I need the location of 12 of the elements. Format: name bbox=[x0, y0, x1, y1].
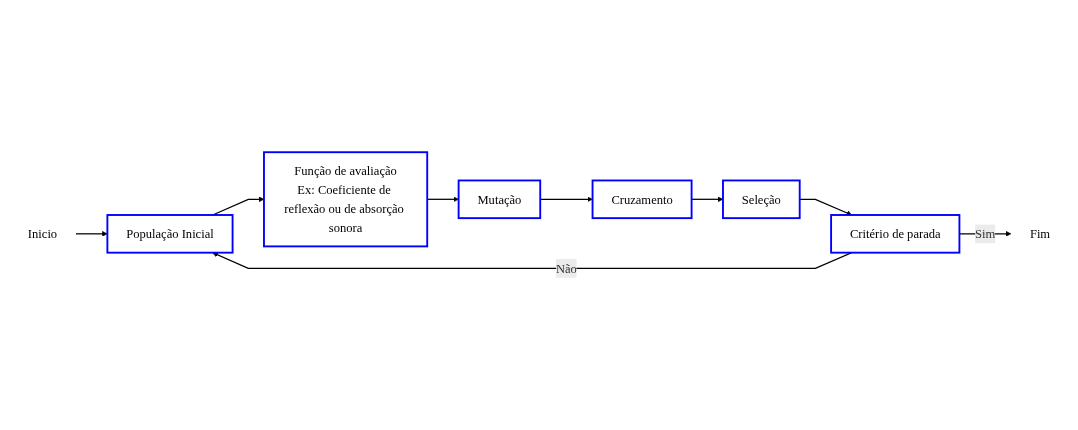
edge-label: Não bbox=[555, 261, 577, 276]
node-box: Critério de parada bbox=[830, 214, 961, 254]
node-box: População Inicial bbox=[106, 214, 234, 254]
node-box: Cruzamento bbox=[591, 179, 693, 220]
edge-label: Sim bbox=[975, 226, 996, 241]
node-box: Função de avaliação Ex: Coeficiente de reflexão ou de absorção sonora bbox=[263, 151, 429, 248]
arrow bbox=[799, 198, 852, 216]
arrow bbox=[75, 231, 108, 237]
node-text: Fim bbox=[1029, 226, 1051, 241]
node-text: Inicio bbox=[27, 226, 58, 241]
node-box: Seleção bbox=[722, 179, 801, 220]
node-box: Mutação bbox=[457, 179, 542, 220]
